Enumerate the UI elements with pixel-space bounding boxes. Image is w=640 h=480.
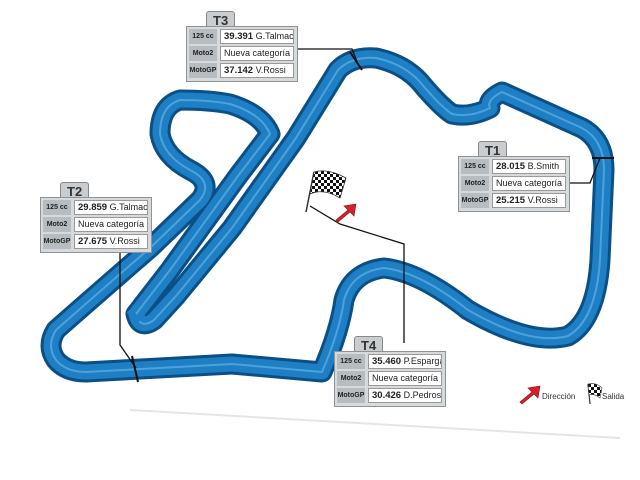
class-label: Moto2 bbox=[43, 217, 71, 232]
sector-timing-box: 125 cc 28.015 B.Smith Moto2 Nueva catego… bbox=[458, 156, 570, 212]
timing-value: 29.859 G.Talmacsi bbox=[74, 200, 148, 215]
start-flag-icon bbox=[305, 170, 347, 213]
timing-row-125cc: 125 cc 35.460 P.Espargaró bbox=[335, 353, 445, 370]
timing-value: Nueva categoría bbox=[492, 176, 566, 191]
timing-row-motogp: MotoGP 37.142 V.Rossi bbox=[187, 62, 297, 79]
race-track bbox=[40, 47, 615, 383]
class-label: MotoGP bbox=[461, 193, 489, 208]
class-label: 125 cc bbox=[43, 200, 71, 215]
sector-t3: T3 125 cc 39.391 G.Talmacsi Moto2 Nueva … bbox=[186, 11, 298, 82]
timing-row-moto2: Moto2 Nueva categoría bbox=[187, 45, 297, 62]
class-label: MotoGP bbox=[43, 234, 71, 249]
timing-value: 25.215 V.Rossi bbox=[492, 193, 566, 208]
timing-value: 39.391 G.Talmacsi bbox=[220, 29, 294, 44]
timing-row-moto2: Moto2 Nueva categoría bbox=[459, 175, 569, 192]
timing-value: Nueva categoría bbox=[220, 46, 294, 61]
legend-direction-icon bbox=[519, 385, 541, 405]
class-label: Moto2 bbox=[461, 176, 489, 191]
timing-value: 27.675 V.Rossi bbox=[74, 234, 148, 249]
sector-timing-box: 125 cc 29.859 G.Talmacsi Moto2 Nueva cat… bbox=[40, 197, 152, 253]
legend-start-icon bbox=[587, 383, 603, 405]
timing-row-125cc: 125 cc 28.015 B.Smith bbox=[459, 158, 569, 175]
timing-value: Nueva categoría bbox=[368, 371, 442, 386]
timing-row-moto2: Moto2 Nueva categoría bbox=[41, 216, 151, 233]
sector-timing-box: 125 cc 39.391 G.Talmacsi Moto2 Nueva cat… bbox=[186, 26, 298, 82]
class-label: 125 cc bbox=[189, 29, 217, 44]
class-label: 125 cc bbox=[337, 354, 365, 369]
timing-row-motogp: MotoGP 25.215 V.Rossi bbox=[459, 192, 569, 209]
direction-arrow-icon bbox=[335, 203, 357, 223]
timing-row-125cc: 125 cc 39.391 G.Talmacsi bbox=[187, 28, 297, 45]
legend-direction-label: Dirección bbox=[542, 392, 576, 401]
legend-start-label: Salida bbox=[602, 392, 625, 401]
sector-title: T3 bbox=[206, 11, 236, 28]
sector-mark-t3 bbox=[349, 51, 363, 71]
timing-value: 30.426 D.Pedrosa bbox=[368, 388, 442, 403]
sector-t1: T1 125 cc 28.015 B.Smith Moto2 Nueva cat… bbox=[458, 141, 570, 212]
class-label: MotoGP bbox=[189, 63, 217, 78]
sector-timing-box: 125 cc 35.460 P.Espargaró Moto2 Nueva ca… bbox=[334, 351, 446, 407]
class-label: MotoGP bbox=[337, 388, 365, 403]
sector-title: T4 bbox=[354, 336, 384, 353]
class-label: 125 cc bbox=[461, 159, 489, 174]
timing-value: Nueva categoría bbox=[74, 217, 148, 232]
leader-lines bbox=[119, 48, 601, 369]
sector-t4: T4 125 cc 35.460 P.Espargaró Moto2 Nueva… bbox=[334, 336, 446, 407]
timing-row-moto2: Moto2 Nueva categoría bbox=[335, 370, 445, 387]
timing-row-motogp: MotoGP 30.426 D.Pedrosa bbox=[335, 387, 445, 404]
class-label: Moto2 bbox=[189, 46, 217, 61]
timing-value: 37.142 V.Rossi bbox=[220, 63, 294, 78]
class-label: Moto2 bbox=[337, 371, 365, 386]
timing-row-125cc: 125 cc 29.859 G.Talmacsi bbox=[41, 199, 151, 216]
timing-value: 28.015 B.Smith bbox=[492, 159, 566, 174]
sector-t2: T2 125 cc 29.859 G.Talmacsi Moto2 Nueva … bbox=[40, 182, 152, 253]
ground-shadow bbox=[129, 409, 621, 439]
sector-mark-t2 bbox=[131, 355, 139, 383]
sector-title: T2 bbox=[60, 182, 90, 199]
sector-title: T1 bbox=[478, 141, 508, 158]
timing-value: 35.460 P.Espargaró bbox=[368, 354, 442, 369]
timing-row-motogp: MotoGP 27.675 V.Rossi bbox=[41, 233, 151, 250]
